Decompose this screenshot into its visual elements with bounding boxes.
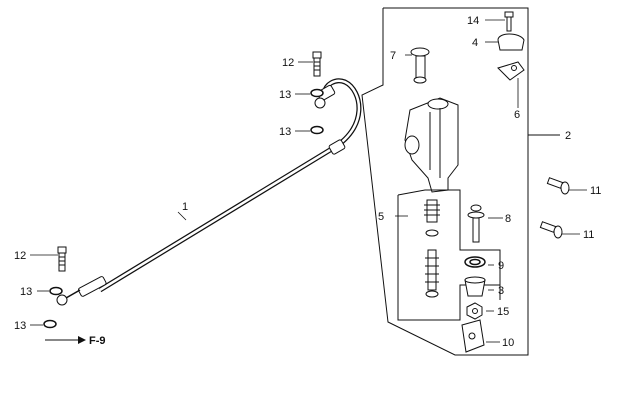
- cap-screw: [504, 11, 514, 32]
- callout-11-upper: 11: [590, 185, 601, 197]
- callout-13-d: 13: [14, 320, 26, 332]
- reference-label: F-9: [89, 335, 106, 347]
- callout-11-lower: 11: [583, 229, 594, 241]
- assembly-bracket: [361, 7, 560, 356]
- callout-13-c: 13: [20, 286, 32, 298]
- mount-bolt-lower: [539, 221, 563, 239]
- callout-8: 8: [505, 213, 511, 225]
- cap: [497, 33, 525, 51]
- master-cylinder-body: [404, 97, 459, 193]
- piston-set: [424, 199, 440, 298]
- callout-13-b: 13: [279, 126, 291, 138]
- callout-13-a: 13: [279, 89, 291, 101]
- callout-12-upper: 12: [282, 57, 294, 69]
- brake-hose: [56, 78, 362, 306]
- callout-2: 2: [565, 130, 571, 142]
- callout-14: 14: [467, 15, 479, 27]
- callout-4: 4: [472, 37, 478, 49]
- callout-5: 5: [378, 211, 384, 223]
- bolt-upper: [312, 51, 322, 77]
- bolt-lower: [57, 246, 67, 272]
- callout-12-lower: 12: [14, 250, 26, 262]
- mount-bolt-upper: [546, 177, 570, 195]
- reference-arrow: [45, 336, 86, 344]
- callout-15: 15: [497, 306, 509, 318]
- nut: [466, 302, 483, 320]
- clevis: [461, 319, 485, 353]
- callout-7: 7: [390, 50, 396, 62]
- reservoir-joint: [410, 47, 430, 84]
- piston-bracket: [397, 189, 501, 321]
- washers: [43, 88, 324, 329]
- pushrod: [467, 204, 485, 243]
- callout-3: 3: [498, 285, 504, 297]
- boot: [464, 256, 486, 268]
- cup: [464, 276, 486, 297]
- callout-9: 9: [498, 260, 504, 272]
- leader-lines: [30, 19, 587, 343]
- plate: [497, 61, 525, 81]
- callout-6: 6: [514, 109, 520, 121]
- callout-1: 1: [182, 201, 188, 213]
- callout-10: 10: [502, 337, 514, 349]
